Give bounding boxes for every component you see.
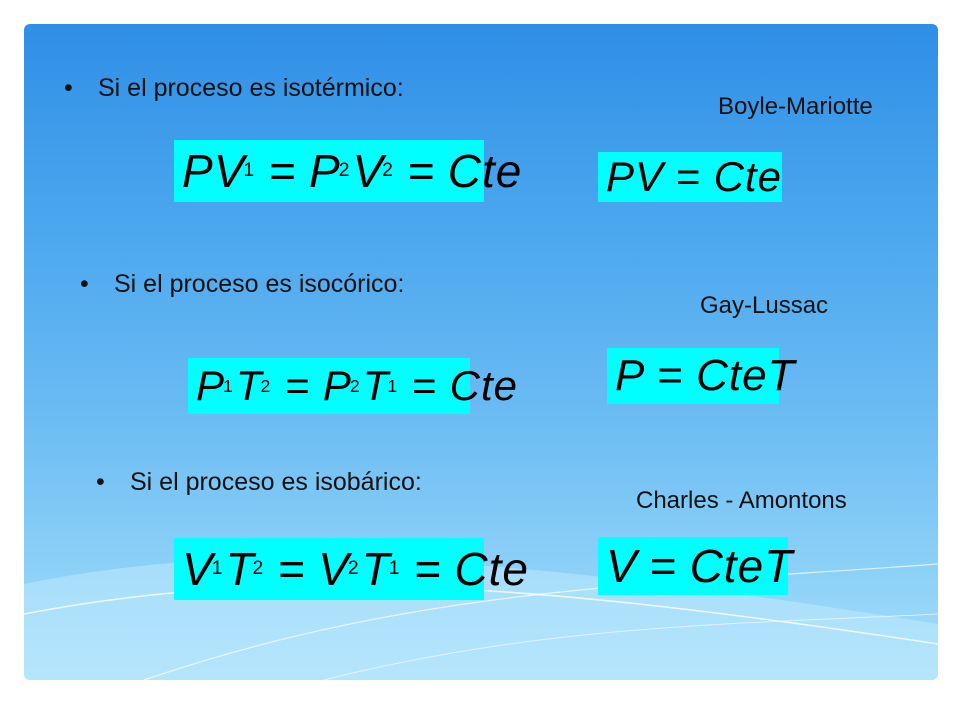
equation-gay-lussac: P=CteT — [607, 348, 794, 404]
bullet-symbol: • — [96, 468, 105, 496]
equation-charles: V=CteT — [598, 537, 792, 595]
bullet-text: Si el proceso es isocórico: — [114, 270, 405, 298]
law-charles-amontons: Charles - Amontons — [636, 487, 847, 514]
bullet-symbol: • — [64, 74, 73, 102]
equation-boyle: PV=Cte — [598, 152, 782, 202]
law-gay-lussac: Gay-Lussac — [700, 292, 829, 319]
bullet-text: Si el proceso es isotérmico: — [98, 74, 404, 102]
bullet-isocorico: • Si el proceso es isocórico: — [80, 270, 404, 299]
bullet-isotermico: • Si el proceso es isotérmico: — [64, 74, 404, 103]
law-boyle-mariotte: Boyle-Mariotte — [718, 93, 873, 120]
bullet-isobarico: • Si el proceso es isobárico: — [96, 468, 422, 497]
bullet-text: Si el proceso es isobárico: — [130, 468, 422, 496]
bullet-symbol: • — [80, 270, 89, 298]
